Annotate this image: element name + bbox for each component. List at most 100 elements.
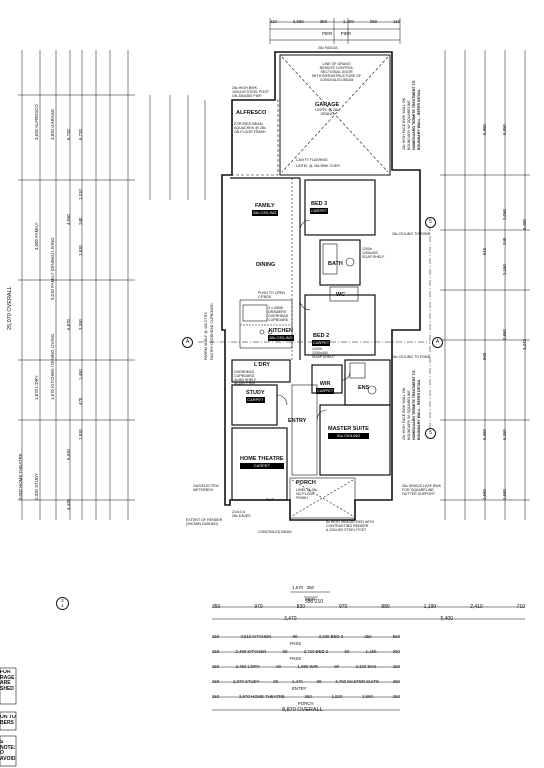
bottom-overall: 8,870 OVERALL bbox=[282, 707, 323, 713]
bottom-entry-label: ENTRY bbox=[292, 686, 307, 691]
render-extent-note-1: EXTENT OF RENDER bbox=[186, 518, 223, 522]
garage-door-note-5: CONCEALED BEAM bbox=[319, 78, 354, 82]
room-kitchen-name: KITCHEN bbox=[268, 328, 294, 334]
bk2-row-2: 2,490 KITCHEN bbox=[235, 649, 267, 654]
garage-door-note-1: LINE OF GRANO bbox=[322, 62, 351, 66]
render-extent-note: EXTENT OF RENDER (SHOWN DASHED) bbox=[186, 518, 222, 526]
left-label-4: 5,010 FAMILY (DINING) LIVING bbox=[50, 237, 55, 300]
left-label-2: 3,820 GARAGE bbox=[50, 109, 55, 140]
room-kitchen-finish: 28c CEILING bbox=[268, 335, 294, 341]
room-dining: DINING bbox=[256, 262, 275, 268]
sheet-ref-sub: 1 bbox=[61, 603, 64, 608]
push-open-note-1: PUSH TO OPEN bbox=[258, 291, 286, 295]
room-family-finish: 28c CEILING bbox=[252, 210, 278, 216]
eaves-note: 21x10 A 28c EAVES bbox=[232, 510, 251, 518]
bottom-pier-label: PIER bbox=[305, 597, 316, 602]
bt-row-4: 1,920 bbox=[331, 694, 343, 699]
bl-row-1: 250 bbox=[212, 664, 220, 669]
room-dining-name: DINING bbox=[256, 262, 276, 268]
steel-post-note-2: 100x100 STEEL POST bbox=[232, 90, 269, 94]
left-label-6: 3,000 HOME THEATRE bbox=[18, 453, 23, 500]
bk-row-2: 3,510 KITCHEN bbox=[240, 634, 272, 639]
bs-row-3: 90 bbox=[273, 679, 279, 684]
porch-notes: LINEL @ 28c NO FLOOR FINISH bbox=[296, 488, 317, 500]
room-home-theatre-name: HOME THEATRE bbox=[240, 456, 284, 462]
pantry-note-1: PARRM SHELF @ 400 CTRS bbox=[204, 312, 208, 360]
room-wir-finish: CARPET bbox=[316, 388, 335, 394]
porch-note-1: LINEL @ 28c bbox=[296, 488, 318, 492]
gas-meter-note-2: METERBOX bbox=[193, 488, 214, 492]
section-5-top-marker: 5 bbox=[425, 217, 436, 228]
ceiling-robe-note-2: 28c CEILING TO ROBE bbox=[392, 355, 431, 359]
bed2-shelf-note-1: 1200h bbox=[312, 347, 322, 351]
render-extent-note-2: (SHOWN DASHED) bbox=[186, 522, 219, 526]
bk-row-3: 90 bbox=[292, 634, 298, 639]
room-master-suite-name: MASTER SUITE bbox=[328, 426, 369, 432]
left-label-5: 1,870 L'DRY bbox=[34, 375, 39, 400]
room-bed3: BED 3 CARPET bbox=[310, 201, 329, 214]
right-dim-4: 2,050 bbox=[502, 209, 507, 220]
bottom-study-row: 250 2,970 STUDY 90 1,470 90 3,760 MASTER… bbox=[212, 679, 400, 685]
left-seg-12: 6,630 bbox=[66, 449, 71, 460]
soap-shelf-note-2: 1200x400 bbox=[362, 251, 378, 255]
bottom-pier-dim-2: 350 bbox=[306, 585, 314, 590]
corner-note-bottom: S NOTE: O AVOID bbox=[0, 740, 16, 762]
cavity-flashing-note: CAVITY FLASHING bbox=[296, 158, 328, 162]
room-porch-name: PORCH bbox=[296, 480, 316, 486]
left-seg-6: 1,630 bbox=[78, 245, 83, 256]
gas-meter-note-1: GAS/ELECTRIC bbox=[193, 484, 220, 488]
room-ens: ENS bbox=[358, 385, 369, 391]
right-dim-14: 1,680 bbox=[502, 489, 507, 500]
ceiling-robe-note: 28c CEILING TO ROBE bbox=[392, 232, 431, 236]
bl-row-2: 2,450 L'DRY bbox=[235, 664, 260, 669]
soap-shelf-note-1: 1200h bbox=[362, 247, 372, 251]
ldry-note-3: 4x450 SHELF bbox=[234, 378, 257, 382]
steel-post-note: 28c HIGH BWK 100x100 STEEL POST ON 350x3… bbox=[232, 86, 269, 98]
porch-note-2: NO FLOOR bbox=[296, 492, 315, 496]
alfresco-note-2: AQUACHEK @ 28c bbox=[234, 126, 266, 130]
bk2-row-4: 2,710 BED 2 bbox=[303, 649, 329, 654]
bk2-row-1: 250 bbox=[212, 649, 220, 654]
room-study-name: STUDY bbox=[246, 390, 265, 396]
steel-post-note-1: 28c HIGH BWK bbox=[232, 86, 257, 90]
bottom-row1-5: 880 bbox=[381, 604, 390, 610]
bk-row-4: 3,330 BED 3 bbox=[318, 634, 344, 639]
bottom-row1-2: 970 bbox=[254, 604, 263, 610]
room-garage-note2: GRANO bbox=[320, 112, 334, 116]
ldry-note-4: @ 480 CTRS bbox=[234, 382, 256, 386]
top-dim-6: 110 bbox=[392, 19, 400, 24]
single-leaf-note-3: GUTTER SUPPORT bbox=[402, 492, 436, 496]
bs-row-7: 250 bbox=[392, 679, 400, 684]
corner-mid-2: BERS bbox=[0, 719, 14, 726]
left-seg-13: 4,430 bbox=[66, 499, 71, 510]
left-overall-dim: 25,070 OVERALL bbox=[7, 286, 13, 330]
bk2-row-6: 1,150 bbox=[365, 649, 377, 654]
left-seg-1: 6,720 bbox=[66, 129, 71, 140]
top-pier-1: PIER bbox=[322, 31, 333, 36]
termite-bottom-1: HOMEGUARD TERMITE TREATMENT TO bbox=[412, 370, 416, 440]
room-bed2-finish: CARPET bbox=[312, 340, 331, 346]
right-dim-3: 3,480 bbox=[522, 219, 527, 230]
top-dim-5: 350 bbox=[369, 19, 378, 24]
bt-row-1: 250 bbox=[212, 694, 220, 699]
room-bed2: BED 2 CARPET bbox=[312, 333, 331, 346]
left-label-1: 3,620 ALFRESCO bbox=[34, 104, 39, 140]
garage-door-note-3: SECTIONAL DOOR bbox=[320, 70, 353, 74]
ldry-note-1: OVERHEAD bbox=[234, 370, 255, 374]
bed2-shelf-note-3: SOAP SHELF bbox=[312, 355, 335, 359]
pwp-note: PWP bbox=[266, 498, 275, 502]
room-garage-name: GARAGE bbox=[315, 102, 340, 108]
ldry-notes: OVERHEAD CUPBOARD 4x450 SHELF @ 480 CTRS bbox=[234, 370, 256, 386]
bottom-row2-1: 3,470 bbox=[283, 616, 297, 622]
single-leaf-note-2: FOR SQUARELINE bbox=[402, 488, 434, 492]
bk2-row-7: 260 bbox=[392, 649, 400, 654]
bottom-ldry-row: 250 2,450 L'DRY 90 1,880 WIR 90 3,320 EN… bbox=[212, 664, 400, 670]
bs-row-5: 90 bbox=[316, 679, 322, 684]
termite-top-2: BOUNDARY WALL - REFER DETAIL bbox=[417, 89, 421, 150]
sheet-ref-number: 2 bbox=[61, 598, 64, 603]
bottom-pier-dim-1: 1,570 bbox=[292, 585, 303, 590]
right-dim-8: 2,850 bbox=[502, 329, 507, 340]
room-wir: WIR CARPET bbox=[316, 381, 335, 394]
bk2-row-5: 90 bbox=[344, 649, 350, 654]
pier-note: 5c HIGH 350x350 PIER WITH CONTRASTING RE… bbox=[326, 520, 374, 532]
